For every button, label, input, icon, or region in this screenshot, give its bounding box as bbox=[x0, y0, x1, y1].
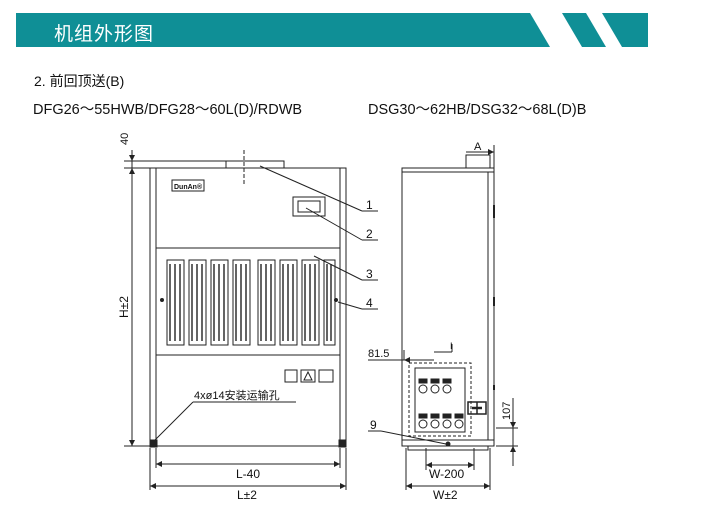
dim-top-label: 40 bbox=[119, 133, 131, 145]
model-list-left: DFG26～55HWB/DFG28～60L(D)/RDWB bbox=[33, 102, 303, 118]
leader-lines bbox=[151, 165, 378, 444]
side-dimensions bbox=[368, 145, 518, 490]
dim-width-label: L±2 bbox=[237, 488, 257, 502]
front-view bbox=[149, 150, 347, 448]
dim-offset-label: 81.5 bbox=[368, 348, 389, 360]
header-title: 机组外形图 bbox=[54, 23, 155, 45]
brand-logo: DunAn® bbox=[174, 183, 203, 191]
side-view bbox=[401, 154, 495, 451]
header-bar bbox=[16, 13, 648, 47]
side-width-label: W±2 bbox=[433, 488, 458, 502]
callout-3: 3 bbox=[366, 267, 373, 281]
section-header: 机组外形图 bbox=[16, 13, 648, 47]
grille bbox=[166, 259, 336, 346]
dim-inner-width-label: L-40 bbox=[236, 467, 260, 481]
section-mark: I bbox=[450, 341, 453, 351]
front-dimensions bbox=[124, 150, 347, 490]
callout-4: 4 bbox=[366, 296, 373, 310]
dim-bottom-label: 107 bbox=[501, 402, 513, 420]
mounting-hole-note: 4xø14安装运输孔 bbox=[194, 388, 280, 402]
subtitle: 2. 前回顶送(B) bbox=[34, 73, 125, 89]
side-inner-width-label: W-200 bbox=[429, 467, 464, 481]
callout-9: 9 bbox=[370, 418, 377, 432]
dim-a-label: A bbox=[474, 141, 482, 153]
model-list-right: DSG30～62HB/DSG32～68L(D)B bbox=[368, 102, 587, 118]
callout-1: 1 bbox=[366, 198, 373, 212]
callout-2: 2 bbox=[366, 227, 373, 241]
dim-height-label: H±2 bbox=[117, 296, 131, 318]
